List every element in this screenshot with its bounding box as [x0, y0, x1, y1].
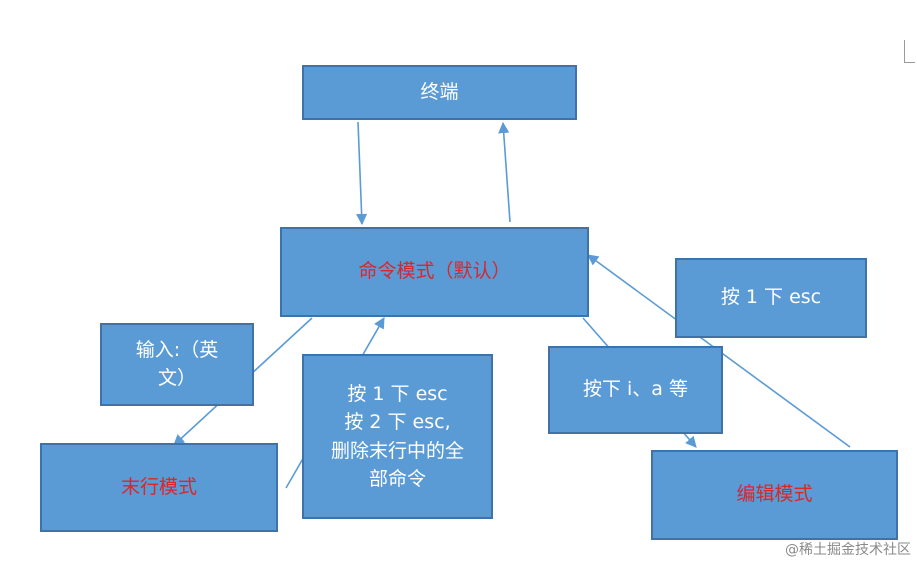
label-esc-middle-line-4: 部命令	[368, 468, 426, 490]
label-press-esc-top-text: 按 1 下 esc	[720, 286, 822, 309]
label-esc-middle-line-3: 删除末行中的全	[330, 439, 464, 462]
label-esc-middle: 按 1 下 esc 按 2 下 esc, 删除末行中的全 部命令	[302, 354, 493, 519]
label-press-i-a: 按下 i、a 等	[548, 346, 723, 434]
node-terminal-label: 终端	[420, 80, 459, 103]
label-input-line-2: 文）	[157, 366, 196, 389]
node-command-mode-label: 命令模式（默认）	[358, 260, 511, 283]
watermark-text: @稀土掘金技术社区	[785, 542, 911, 558]
page-corner-mark	[904, 40, 915, 63]
node-last-line-mode: 末行模式	[40, 443, 278, 532]
node-terminal: 终端	[302, 65, 577, 120]
node-last-line-mode-label: 末行模式	[120, 475, 197, 498]
arrow-terminal-to-command	[356, 121, 368, 226]
label-press-esc-top: 按 1 下 esc	[675, 258, 867, 338]
label-esc-middle-line-1: 按 1 下 esc	[347, 382, 448, 405]
node-edit-mode: 编辑模式	[651, 450, 898, 540]
label-esc-middle-line-2: 按 2 下 esc,	[344, 411, 451, 433]
node-command-mode: 命令模式（默认）	[280, 227, 589, 317]
arrow-command-to-terminal	[498, 121, 511, 223]
label-input-line-1: 输入:（英	[135, 338, 219, 361]
label-press-i-a-text: 按下 i、a 等	[582, 378, 688, 401]
label-input-english: 输入:（英 文）	[100, 323, 254, 406]
node-edit-mode-label: 编辑模式	[736, 483, 813, 506]
